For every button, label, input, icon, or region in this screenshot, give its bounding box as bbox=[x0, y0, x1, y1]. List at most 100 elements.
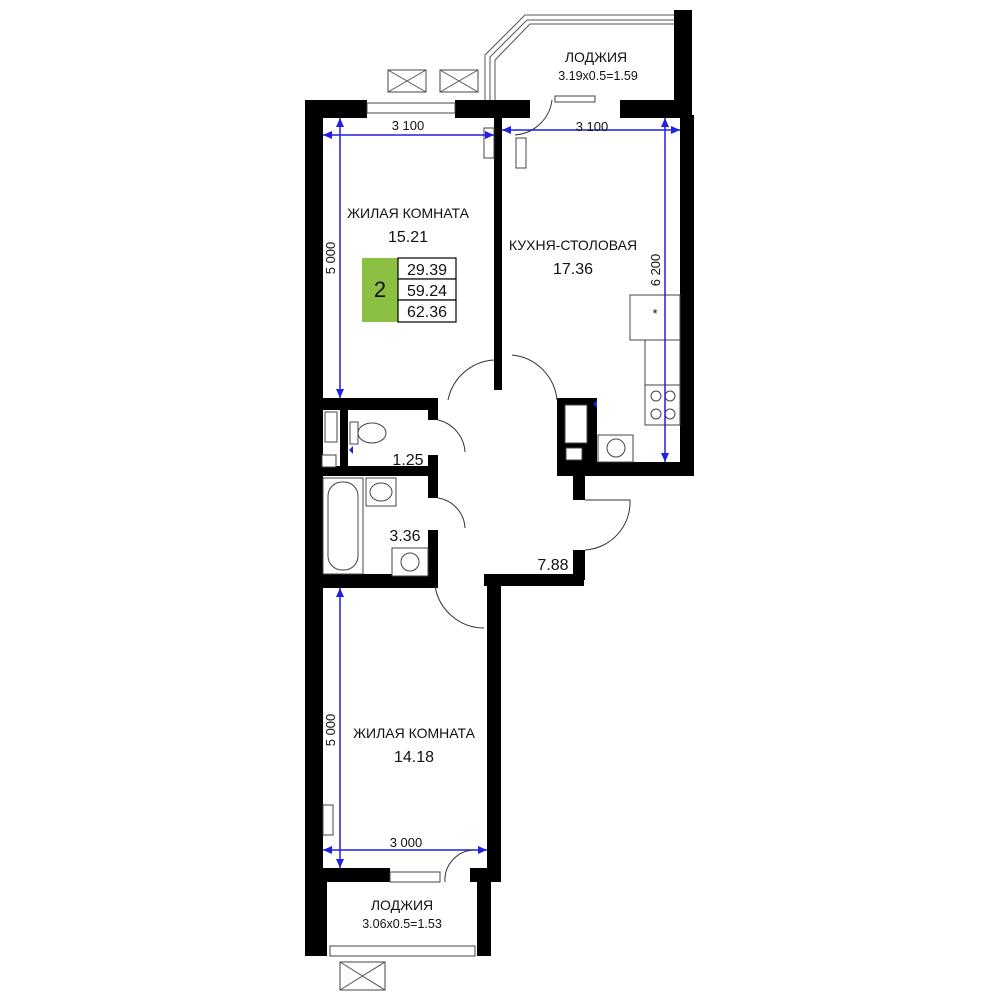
room-name-living-top: ЖИЛАЯ КОМНАТА bbox=[347, 205, 470, 221]
room-name-kitchen: КУХНЯ-СТОЛОВАЯ bbox=[509, 237, 637, 253]
wall-bottom-room-a bbox=[305, 868, 390, 882]
wall-wc-bottom bbox=[305, 466, 437, 476]
dim-arrow-top-right-b bbox=[671, 126, 680, 134]
bathtub-inner bbox=[327, 481, 359, 571]
dim-top-left-width: 3 100 bbox=[392, 118, 425, 133]
windows bbox=[322, 69, 527, 991]
wall-right-loggia bbox=[674, 10, 692, 118]
dim-bottom-room-height: 5 000 bbox=[323, 714, 338, 747]
top-loggia-frame bbox=[484, 14, 674, 103]
top-loggia-mid bbox=[489, 19, 674, 100]
toilet-tank bbox=[349, 421, 359, 445]
dim-arrow-kitchen-b bbox=[661, 453, 669, 462]
stove-burner-3 bbox=[650, 408, 662, 420]
top-loggia-inner bbox=[494, 23, 674, 100]
wall-wc-inner bbox=[340, 400, 348, 470]
dim-arrow-top-room-b bbox=[336, 389, 344, 398]
dim-top-room-height: 5 000 bbox=[323, 242, 338, 275]
room-area-living-top: 15.21 bbox=[388, 229, 428, 246]
wall-top-left-a bbox=[305, 100, 367, 118]
room-area-living-bottom: 14.18 bbox=[394, 749, 434, 766]
wall-bath-bottom bbox=[305, 574, 438, 588]
kitchen-sink-bowl bbox=[606, 438, 626, 458]
washing-machine-drum bbox=[400, 552, 420, 572]
window-radiator-bottom bbox=[322, 804, 334, 836]
room-name-loggia-bottom: ЛОДЖИЯ bbox=[371, 897, 433, 913]
wall-hall-right-a bbox=[573, 476, 585, 500]
doors bbox=[434, 99, 631, 883]
badge-living-area: 29.39 bbox=[407, 262, 447, 279]
room-area-bath: 3.36 bbox=[389, 528, 420, 545]
wall-right-bottom-room bbox=[487, 580, 501, 870]
dim-arrow-top-left-a bbox=[323, 131, 332, 139]
wall-wc-top bbox=[305, 398, 437, 410]
walls bbox=[305, 10, 694, 956]
room-name-living-bottom: ЖИЛАЯ КОМНАТА bbox=[353, 725, 476, 741]
dim-arrow-top-right-a bbox=[502, 126, 511, 134]
kitchen-shaft bbox=[564, 404, 588, 444]
dim-bottom-room-width: 3 000 bbox=[390, 835, 423, 850]
window-radiator-kitchen bbox=[515, 137, 527, 169]
dim-arrow-top-room-a bbox=[336, 118, 344, 127]
room-area-kitchen: 17.36 bbox=[553, 261, 593, 278]
door-arc-wc bbox=[437, 419, 466, 453]
top-loggia-outer bbox=[484, 14, 674, 100]
kitchen-counter bbox=[644, 339, 681, 386]
badge-room-count: 2 bbox=[374, 277, 386, 302]
dim-arrow-bottom-width-b bbox=[478, 846, 487, 854]
door-arc-living-top bbox=[447, 359, 495, 401]
dim-top-right-width: 3 100 bbox=[576, 119, 609, 134]
dim-arrow-top-left-b bbox=[485, 131, 494, 139]
wc-sink bbox=[321, 454, 337, 468]
wall-bottom-room-b bbox=[470, 868, 501, 882]
door-arc-loggia-top bbox=[514, 99, 553, 136]
bath-sink-bowl bbox=[369, 482, 393, 502]
dim-arrow-bottom-width-a bbox=[323, 846, 332, 854]
wall-right-kitchen bbox=[680, 115, 694, 475]
kitchen-fridge bbox=[629, 294, 681, 341]
door-arc-kitchen bbox=[511, 354, 558, 401]
door-arc-living-bottom bbox=[434, 585, 485, 629]
valve-marker-wc bbox=[349, 446, 353, 454]
wall-partition-top bbox=[494, 118, 502, 390]
room-area-wc: 1.25 bbox=[392, 452, 423, 469]
dimension-lines bbox=[323, 118, 680, 868]
stove-burner-4 bbox=[664, 408, 676, 420]
wc-shaft bbox=[324, 411, 338, 443]
wall-left-outer bbox=[305, 100, 323, 955]
summary-badge: 2 29.39 59.24 62.36 bbox=[362, 257, 457, 323]
fixtures: * bbox=[321, 294, 681, 577]
badge-total-loggia-box bbox=[397, 299, 457, 323]
door-arc-hall bbox=[584, 499, 631, 551]
loggia-window-top bbox=[554, 95, 596, 103]
badge-room-count-box bbox=[362, 258, 398, 322]
room-area-loggia-bottom: 3.06x0.5=1.53 bbox=[362, 917, 442, 931]
kitchen-stove bbox=[644, 384, 681, 426]
wall-hall-right-b bbox=[573, 550, 585, 580]
dim-arrow-kitchen-a bbox=[661, 118, 669, 127]
kitchen-shaft-b bbox=[565, 447, 583, 461]
window-top-left bbox=[366, 102, 456, 114]
wall-bath-right-b bbox=[428, 530, 438, 582]
room-area-loggia-top: 3.19x0.5=1.59 bbox=[558, 69, 638, 83]
toilet-bowl bbox=[357, 422, 387, 444]
dim-arrow-bottom-room-b bbox=[336, 859, 344, 868]
wall-bath-right-a bbox=[428, 476, 438, 498]
window-radiator-top bbox=[483, 127, 495, 159]
badge-total-area: 59.24 bbox=[407, 283, 447, 300]
wall-bottom-loggia-right bbox=[477, 880, 491, 956]
stove-burner-1 bbox=[650, 390, 662, 402]
wall-hall-bottom bbox=[484, 574, 584, 586]
door-arc-bath bbox=[437, 497, 466, 529]
dim-arrow-bottom-room-a bbox=[336, 588, 344, 597]
room-area-hall: 7.88 bbox=[537, 557, 568, 574]
room-name-loggia-top: ЛОДЖИЯ bbox=[565, 49, 627, 65]
wall-wc-right-a bbox=[428, 398, 438, 420]
stove-burner-2 bbox=[664, 390, 676, 402]
valve-marker-kitchen bbox=[593, 400, 597, 408]
badge-total-with-loggia: 62.36 bbox=[407, 304, 447, 321]
dim-kitchen-height: 6 200 bbox=[648, 254, 663, 287]
snowflake-icon: * bbox=[653, 307, 658, 321]
wall-top-kitchen-a bbox=[500, 100, 530, 118]
